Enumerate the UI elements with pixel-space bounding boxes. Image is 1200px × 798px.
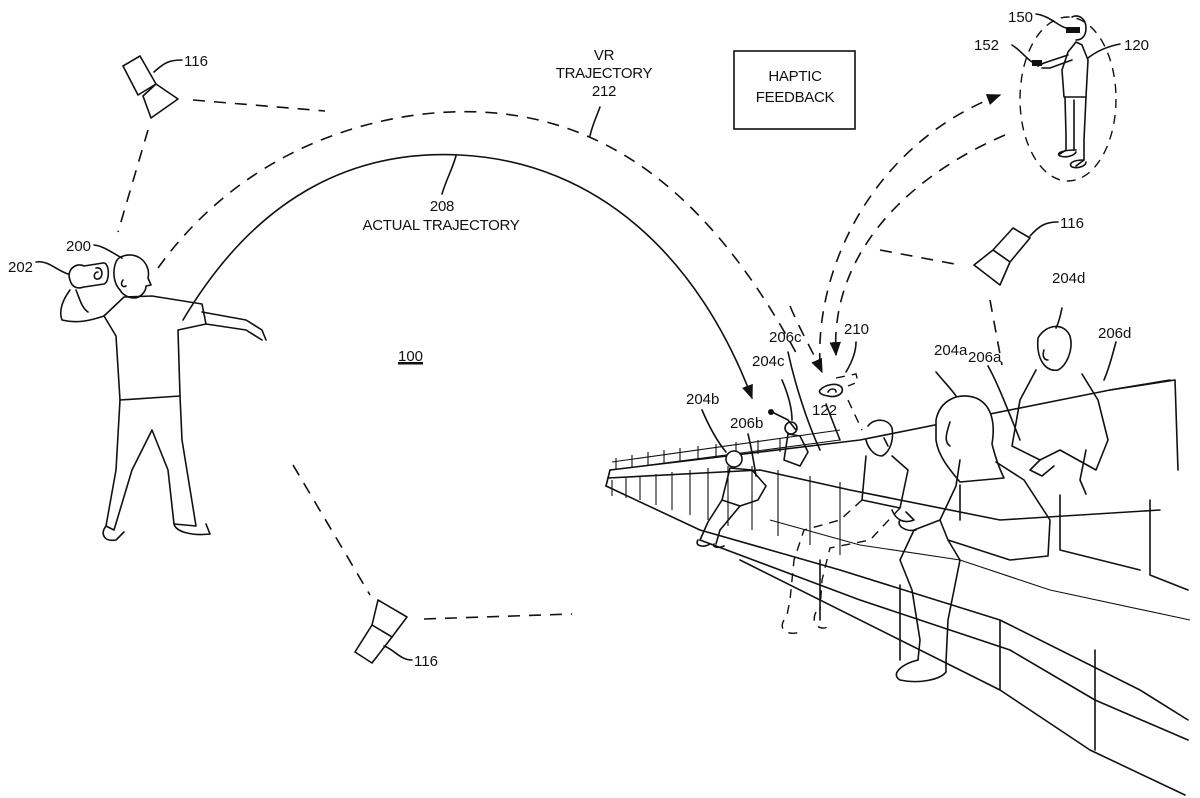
- seat-206b-ref: 206b: [730, 415, 763, 432]
- sensor-beam: [880, 250, 960, 265]
- spectator-204b-ref: 204b: [686, 391, 719, 408]
- thrower-ref: 200: [66, 238, 91, 255]
- hmd-icon: [1066, 27, 1080, 33]
- remote-user: 152 150 120: [974, 9, 1149, 181]
- haptic-label-line2: FEEDBACK: [756, 89, 835, 106]
- spectator-204a: 204a 206a: [896, 342, 1050, 682]
- sensor-label-top-left: 116: [184, 53, 208, 70]
- remote-user-ref: 120: [1124, 37, 1149, 54]
- vr-trajectory-leader: [590, 107, 600, 136]
- controller-icon: [1032, 60, 1042, 66]
- sensor-beam: [118, 130, 148, 232]
- spectator-204d-ref: 204d: [1052, 270, 1085, 287]
- vr-trajectory-label-line1: VR: [594, 47, 615, 64]
- sensor-116-bottom: 116: [293, 465, 572, 670]
- actual-trajectory-leader: [442, 156, 456, 194]
- actual-trajectory-ref: 208: [430, 198, 454, 215]
- actual-trajectory-path: [183, 155, 752, 398]
- vr-trajectory-label-line2: TRAJECTORY: [556, 65, 653, 82]
- system-ref: 100: [398, 348, 423, 365]
- spectator-204a-ref: 204a: [934, 342, 968, 359]
- sensor-beam: [424, 614, 572, 619]
- actual-trajectory-label: ACTUAL TRAJECTORY: [363, 217, 520, 234]
- virtual-spectator-ref: 210: [844, 321, 869, 338]
- sensor-116-top-left: 116: [118, 53, 325, 232]
- seat-206d-ref: 206d: [1098, 325, 1131, 342]
- sensor-beam: [293, 465, 370, 595]
- spectator-204b: 204b 206b: [686, 391, 766, 547]
- object-ref: 202: [8, 259, 33, 276]
- spectator-204c-ref: 204c: [752, 353, 785, 370]
- haptic-feedback-box: HAPTIC FEEDBACK: [734, 51, 855, 129]
- sensor-label-right: 116: [1060, 215, 1084, 232]
- sensor-beam: [193, 100, 325, 111]
- vr-trajectory-ref: 212: [592, 83, 616, 100]
- controller-ref: 152: [974, 37, 999, 54]
- seat-206c-ref: 206c: [769, 329, 802, 346]
- thrower: 202 200: [8, 238, 266, 540]
- haptic-label-line1: HAPTIC: [768, 68, 822, 85]
- seat-206a-ref: 206a: [968, 349, 1002, 366]
- vr-trajectory-path: [158, 112, 800, 360]
- spectator-204d: 204d 206d: [1012, 270, 1131, 494]
- bleachers: [606, 380, 1190, 795]
- virtual-object-ref: 122: [812, 402, 837, 419]
- hmd-ref: 150: [1008, 9, 1033, 26]
- sensor-label-bottom: 116: [414, 653, 438, 670]
